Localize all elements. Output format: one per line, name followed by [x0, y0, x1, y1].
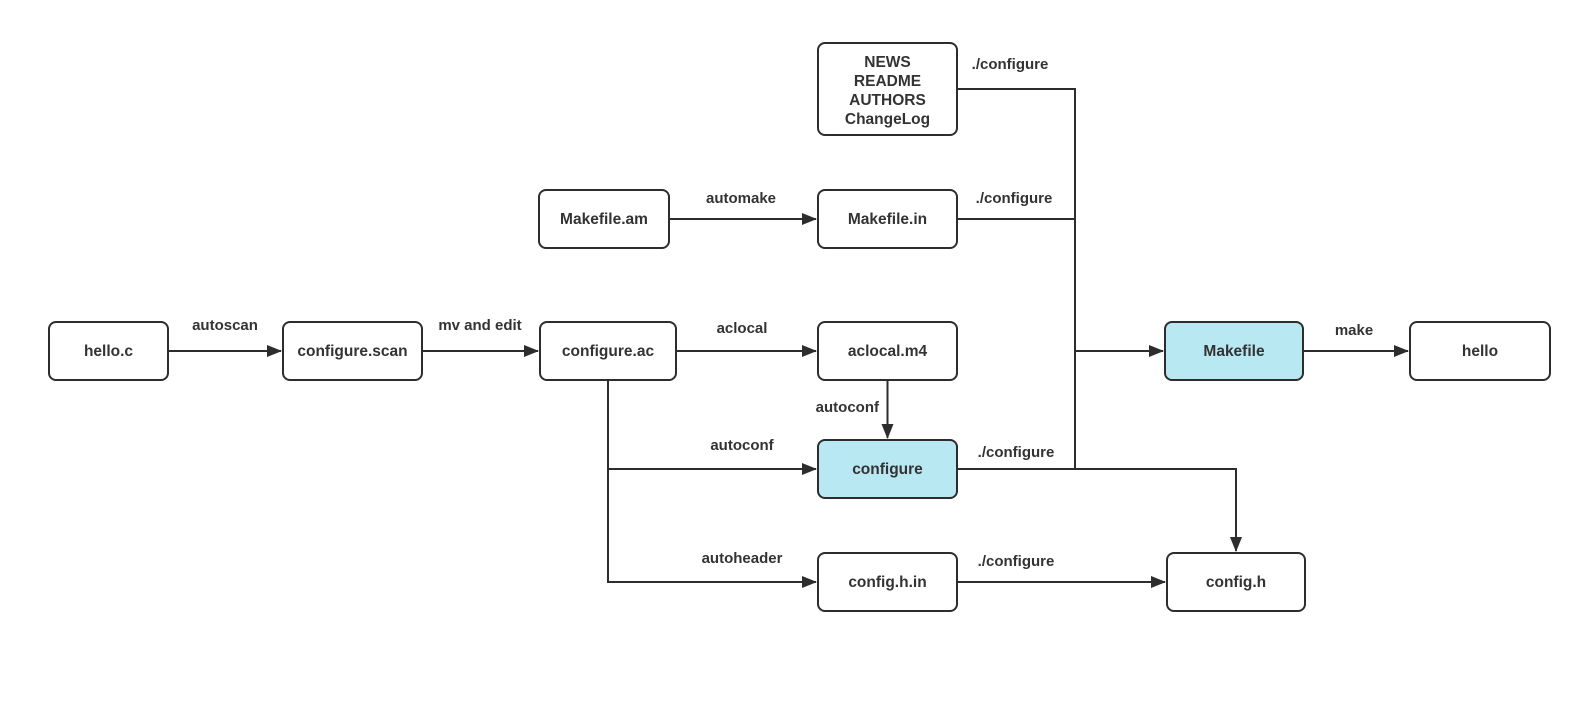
- news-files-line-2: README: [854, 73, 921, 90]
- edge-label-make: make: [1335, 322, 1373, 339]
- news-files-line-4: ChangeLog: [845, 111, 930, 128]
- edge-label-autoconf-from-aclocal-m4: autoconf: [816, 399, 880, 416]
- edge-label-configure-from-news: ./configure: [972, 56, 1049, 73]
- edge-configure-to-config-h: [957, 468, 1242, 552]
- config-h-label: config.h: [1206, 574, 1266, 591]
- hello-box: [1409, 321, 1551, 381]
- aclocal-m4-label: aclocal.m4: [848, 343, 928, 360]
- makefile-in-box: [817, 189, 958, 249]
- edge-label-autoconf-from-configure-ac: autoconf: [710, 437, 774, 454]
- node-configure-scan: configure.scan: [282, 321, 423, 381]
- node-makefile-in: Makefile.in: [817, 189, 958, 249]
- edge-label-configure-from-config-h-in: ./configure: [978, 553, 1055, 570]
- edge-news-files-to-trunk: [957, 88, 1076, 470]
- edge-label-automake: automake: [706, 190, 776, 207]
- makefile-label: Makefile: [1203, 343, 1265, 360]
- node-hello: hello: [1409, 321, 1551, 381]
- edge-label-mv-and-edit: mv and edit: [438, 317, 521, 334]
- hello-c-label: hello.c: [84, 343, 133, 360]
- edge-label-autoheader: autoheader: [702, 550, 783, 567]
- news-files-line-1: NEWS: [864, 54, 911, 71]
- hello-c-box: [48, 321, 169, 381]
- edge-configure-ac-to-config-h-in: [607, 380, 817, 588]
- configure-label: configure: [852, 461, 923, 478]
- configure-scan-label: configure.scan: [297, 343, 407, 360]
- makefile-am-label: Makefile.am: [560, 211, 648, 228]
- aclocal-m4-box: [817, 321, 958, 381]
- edge-labels: autoscan mv and edit automake aclocal au…: [192, 56, 1373, 570]
- config-h-in-label: config.h.in: [848, 574, 926, 591]
- node-config-h-in: config.h.in: [817, 552, 958, 612]
- news-files-line-3: AUTHORS: [849, 92, 926, 109]
- edge-label-autoscan: autoscan: [192, 317, 258, 334]
- configure-box: [817, 439, 958, 499]
- node-configure: configure: [817, 439, 958, 499]
- node-hello-c: hello.c: [48, 321, 169, 381]
- makefile-box: [1164, 321, 1304, 381]
- makefile-am-box: [538, 189, 670, 249]
- edge-label-configure-to-config-h: ./configure: [978, 444, 1055, 461]
- makefile-in-label: Makefile.in: [848, 211, 927, 228]
- nodes: NEWS README AUTHORS ChangeLog Makefile.a…: [48, 42, 1551, 612]
- hello-label: hello: [1462, 343, 1498, 360]
- node-aclocal-m4: aclocal.m4: [817, 321, 958, 381]
- node-configure-ac: configure.ac: [539, 321, 677, 381]
- node-news-files: NEWS README AUTHORS ChangeLog: [817, 42, 958, 136]
- config-h-box: [1166, 552, 1306, 612]
- configure-scan-box: [282, 321, 423, 381]
- edges: [168, 88, 1409, 588]
- config-h-in-box: [817, 552, 958, 612]
- node-makefile-am: Makefile.am: [538, 189, 670, 249]
- configure-ac-label: configure.ac: [562, 343, 655, 360]
- news-files-box: [817, 42, 958, 136]
- edge-label-configure-from-makefile-in: ./configure: [976, 190, 1053, 207]
- configure-ac-box: [539, 321, 677, 381]
- edge-label-aclocal: aclocal: [717, 320, 768, 337]
- node-makefile: Makefile: [1164, 321, 1304, 381]
- node-config-h: config.h: [1166, 552, 1306, 612]
